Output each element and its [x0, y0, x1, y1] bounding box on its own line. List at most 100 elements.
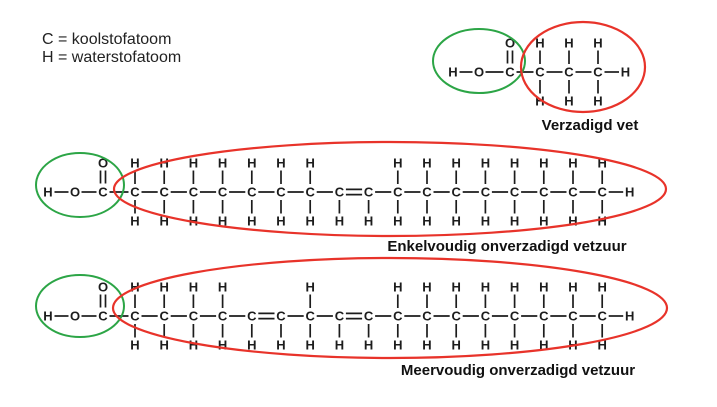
atom-hydrogen: H: [568, 214, 577, 229]
atom-carbon: C: [247, 185, 257, 200]
atom-oxygen: O: [98, 280, 108, 295]
atom-carbon: C: [568, 309, 578, 324]
atom-hydrogen: H: [393, 280, 402, 295]
atom-hydrogen: H: [189, 280, 198, 295]
atom-carbon: C: [306, 309, 316, 324]
atom-oxygen: O: [474, 65, 484, 80]
carbon-chain-ellipse: [112, 140, 668, 238]
atom-carbon: C: [510, 185, 520, 200]
atom-hydrogen: H: [276, 338, 285, 353]
atom-hydrogen: H: [598, 156, 607, 171]
atom-hydrogen: H: [510, 214, 519, 229]
atom-hydrogen: H: [452, 280, 461, 295]
atom-hydrogen: H: [306, 156, 315, 171]
atom-hydrogen: H: [481, 156, 490, 171]
atom-hydrogen: H: [539, 214, 548, 229]
atom-hydrogen: H: [335, 338, 344, 353]
atom-hydrogen: H: [539, 280, 548, 295]
atom-carbon: C: [98, 185, 108, 200]
legend: C = koolstofatoom H = waterstofatoom: [42, 31, 181, 66]
atom-carbon: C: [422, 185, 432, 200]
atom-hydrogen: H: [422, 214, 431, 229]
atom-carbon: C: [539, 309, 549, 324]
atom-hydrogen: H: [510, 280, 519, 295]
atom-hydrogen: H: [568, 156, 577, 171]
carboxyl-group-ellipse: [35, 274, 125, 338]
atom-hydrogen: H: [481, 214, 490, 229]
atom-hydrogen: H: [393, 338, 402, 353]
atom-carbon: C: [539, 185, 549, 200]
atom-hydrogen: H: [564, 36, 573, 51]
atom-oxygen: O: [70, 185, 80, 200]
atom-carbon: C: [189, 309, 199, 324]
atom-carbon: C: [364, 309, 374, 324]
atom-hydrogen: H: [130, 156, 139, 171]
atom-hydrogen: H: [539, 156, 548, 171]
atom-carbon: C: [452, 309, 462, 324]
atom-carbon: C: [598, 185, 608, 200]
atom-hydrogen: H: [276, 214, 285, 229]
atom-hydrogen: H: [218, 280, 227, 295]
atom-carbon: C: [306, 185, 316, 200]
atom-carbon: C: [335, 309, 345, 324]
atom-carbon: C: [160, 185, 170, 200]
molecule-label: Verzadigd vet: [542, 117, 639, 134]
atom-hydrogen: H: [160, 280, 169, 295]
atom-carbon: C: [189, 185, 199, 200]
atom-hydrogen: H: [625, 185, 634, 200]
atom-hydrogen: H: [535, 36, 544, 51]
atom-hydrogen: H: [568, 280, 577, 295]
atom-hydrogen: H: [452, 156, 461, 171]
atom-carbon: C: [481, 309, 491, 324]
atom-hydrogen: H: [621, 65, 630, 80]
atom-hydrogen: H: [247, 156, 256, 171]
atom-hydrogen: H: [422, 280, 431, 295]
atom-hydrogen: H: [218, 338, 227, 353]
atom-hydrogen: H: [452, 214, 461, 229]
atom-hydrogen: H: [189, 156, 198, 171]
atom-hydrogen: H: [218, 214, 227, 229]
atom-hydrogen: H: [130, 214, 139, 229]
atom-hydrogen: H: [276, 156, 285, 171]
molecule-label: Enkelvoudig onverzadigd vetzuur: [387, 238, 626, 255]
atom-carbon: C: [98, 309, 108, 324]
atom-hydrogen: H: [335, 214, 344, 229]
atom-carbon: C: [393, 309, 403, 324]
atom-carbon: C: [130, 185, 140, 200]
carboxyl-group-ellipse: [432, 28, 526, 94]
atom-hydrogen: H: [593, 36, 602, 51]
atom-carbon: C: [568, 185, 578, 200]
atom-carbon: C: [598, 309, 608, 324]
atom-hydrogen: H: [43, 309, 52, 324]
atom-hydrogen: H: [510, 338, 519, 353]
atom-hydrogen: H: [448, 65, 457, 80]
atom-hydrogen: H: [539, 338, 548, 353]
atom-carbon: C: [452, 185, 462, 200]
atom-hydrogen: H: [130, 338, 139, 353]
atom-carbon: C: [510, 309, 520, 324]
carboxyl-group-ellipse: [35, 152, 125, 218]
atom-carbon: C: [393, 185, 403, 200]
atom-carbon: C: [247, 309, 257, 324]
atom-hydrogen: H: [160, 338, 169, 353]
atom-hydrogen: H: [422, 156, 431, 171]
atom-hydrogen: H: [393, 156, 402, 171]
atom-carbon: C: [593, 65, 603, 80]
atom-oxygen: O: [98, 156, 108, 171]
atom-hydrogen: H: [218, 156, 227, 171]
atom-carbon: C: [481, 185, 491, 200]
atom-hydrogen: H: [422, 338, 431, 353]
atom-carbon: C: [218, 185, 228, 200]
atom-carbon: C: [130, 309, 140, 324]
atom-carbon: C: [422, 309, 432, 324]
atom-hydrogen: H: [306, 338, 315, 353]
atom-hydrogen: H: [247, 214, 256, 229]
atom-hydrogen: H: [43, 185, 52, 200]
atom-hydrogen: H: [247, 338, 256, 353]
atom-hydrogen: H: [393, 214, 402, 229]
